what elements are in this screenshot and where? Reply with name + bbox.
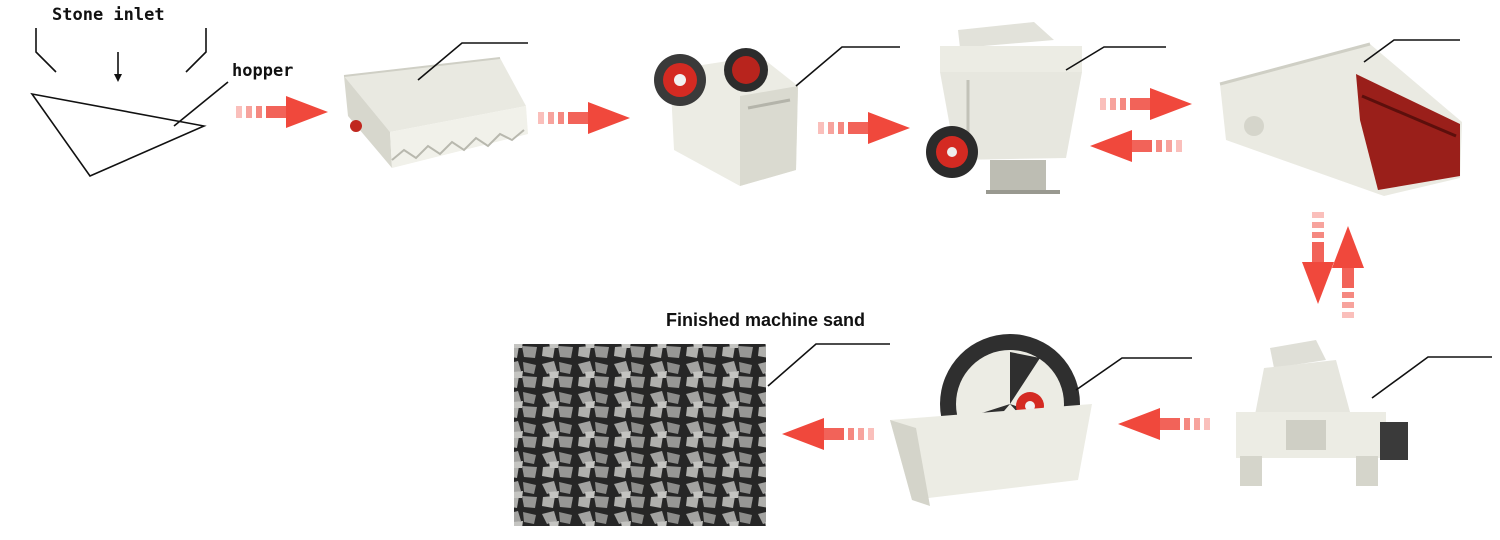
finished-product-title: Finished machine sand	[666, 310, 865, 330]
cone-leader-line	[1065, 46, 1166, 71]
hopper-shape	[30, 92, 207, 177]
cone-crusher	[926, 22, 1166, 194]
inlet-bracket-left	[35, 28, 57, 73]
arrow-down	[1302, 212, 1334, 304]
feeder-leader-line	[417, 42, 528, 81]
sand-washer	[890, 334, 1192, 506]
arrow-left-return	[1090, 130, 1182, 162]
stone-inlet-label: Stone inlet	[52, 5, 165, 25]
jaw-crusher	[654, 46, 900, 186]
arrow-left-bottom-2	[782, 418, 874, 450]
jaw-leader-line	[795, 46, 900, 87]
arrow-right-2	[538, 102, 630, 134]
screen-motor-icon	[1244, 116, 1264, 136]
hopper-leader-line	[173, 81, 229, 127]
stone-inlet-group: Stone inlet	[35, 5, 207, 82]
arrow-right-1	[236, 96, 328, 128]
inlet-arrow-head	[114, 74, 122, 82]
sand-making-machine	[1236, 340, 1492, 486]
washer-leader-line	[1075, 357, 1192, 391]
arrow-right-4	[1100, 88, 1192, 120]
flow-arrows	[236, 88, 1364, 450]
vibrating-feeder	[343, 42, 528, 168]
feeder-motor-icon	[350, 120, 362, 132]
screen-leader-line	[1363, 39, 1460, 63]
inlet-bracket-right	[185, 28, 207, 73]
arrow-right-3	[818, 112, 910, 144]
hopper-label: hopper	[232, 61, 293, 81]
sand-leader-line	[767, 343, 890, 387]
hopper-group: hopper	[30, 61, 293, 177]
arrow-up	[1332, 226, 1364, 318]
arrow-left-bottom-1	[1118, 408, 1210, 440]
finished-sand: Finished machine sand	[514, 310, 890, 526]
finished-sand-image	[514, 344, 766, 526]
sand-maker-leader-line	[1371, 356, 1492, 399]
vibrating-screen	[1219, 39, 1462, 196]
